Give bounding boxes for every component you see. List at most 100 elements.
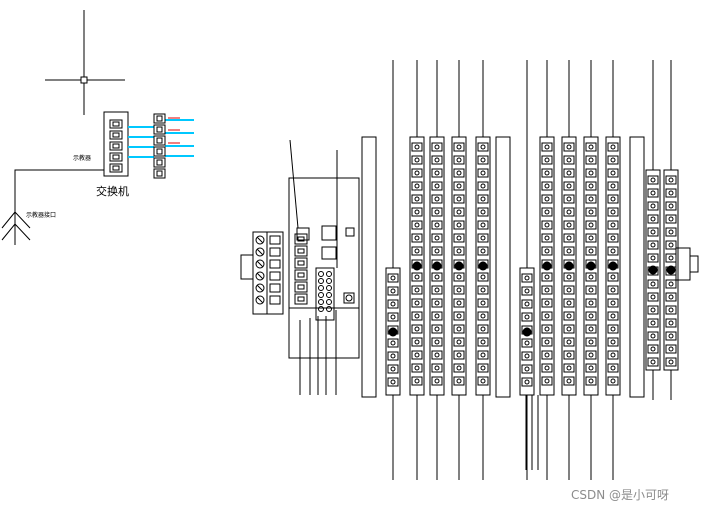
terminal-screw bbox=[456, 352, 462, 358]
terminal-screw bbox=[456, 157, 462, 163]
terminal-screw bbox=[544, 365, 550, 371]
terminal-screw bbox=[480, 352, 486, 358]
terminal-cell bbox=[665, 175, 677, 185]
terminal-screw bbox=[544, 339, 550, 345]
terminal-cell bbox=[411, 272, 423, 282]
clamp-screw bbox=[255, 235, 265, 245]
terminal-screw bbox=[610, 300, 616, 306]
terminal-screw bbox=[668, 255, 674, 261]
terminal-cell bbox=[431, 233, 443, 243]
clamp-screw bbox=[255, 247, 265, 257]
terminal-jumper bbox=[648, 265, 658, 275]
terminal-screw bbox=[566, 352, 572, 358]
terminal-cell bbox=[521, 273, 533, 283]
terminal-cell bbox=[607, 233, 619, 243]
terminal-cell bbox=[541, 324, 553, 334]
terminal-cell bbox=[607, 298, 619, 308]
terminal-screw bbox=[588, 222, 594, 228]
terminal-screw bbox=[434, 235, 440, 241]
csdn-watermark: CSDN @是小可呀 bbox=[571, 488, 670, 502]
terminal-cell bbox=[453, 350, 465, 360]
terminal-screw bbox=[610, 365, 616, 371]
terminal-cell bbox=[411, 246, 423, 256]
terminal-cell bbox=[411, 194, 423, 204]
terminal-screw bbox=[456, 339, 462, 345]
terminal-cell bbox=[521, 312, 533, 322]
terminal-cell bbox=[411, 363, 423, 373]
controller-port-inner bbox=[297, 272, 305, 278]
terminal-cell bbox=[477, 194, 489, 204]
device-port-inner bbox=[156, 159, 163, 166]
terminal-screw bbox=[480, 287, 486, 293]
terminal-cell bbox=[411, 233, 423, 243]
terminal-screw bbox=[480, 196, 486, 202]
terminal-cell bbox=[453, 220, 465, 230]
terminal-cell bbox=[521, 286, 533, 296]
teach-pendant-label: 示教器 bbox=[73, 155, 92, 162]
terminal-cell bbox=[647, 344, 659, 354]
terminal-cell bbox=[411, 311, 423, 321]
terminal-jumper bbox=[586, 261, 596, 271]
terminal-cell bbox=[541, 376, 553, 386]
terminal-cell bbox=[541, 285, 553, 295]
terminal-screw bbox=[668, 190, 674, 196]
terminal-cell bbox=[585, 363, 597, 373]
controller-terminal bbox=[318, 271, 324, 277]
clamp-screw-slot bbox=[256, 284, 264, 292]
terminal-screw bbox=[456, 248, 462, 254]
terminal-screw bbox=[434, 144, 440, 150]
terminal-screw bbox=[588, 209, 594, 215]
left-callout-lines bbox=[299, 310, 337, 395]
terminal-screw bbox=[668, 203, 674, 209]
terminal-screw bbox=[390, 288, 396, 294]
terminal-jumper bbox=[388, 327, 398, 337]
terminal-screw bbox=[414, 339, 420, 345]
controller-port-inner bbox=[297, 260, 305, 266]
terminal-cell bbox=[647, 279, 659, 289]
terminal-screw bbox=[588, 274, 594, 280]
terminal-screw bbox=[456, 235, 462, 241]
terminal-cell bbox=[453, 181, 465, 191]
terminal-cell bbox=[541, 220, 553, 230]
terminal-cell bbox=[541, 207, 553, 217]
terminal-screw bbox=[588, 326, 594, 332]
terminal-cell bbox=[541, 194, 553, 204]
terminal-screw bbox=[434, 183, 440, 189]
terminal-jumper bbox=[454, 261, 464, 271]
terminal-screw bbox=[390, 314, 396, 320]
terminal-cell bbox=[647, 175, 659, 185]
device-port-column bbox=[153, 113, 166, 179]
device-port bbox=[153, 168, 166, 179]
terminal-screw bbox=[668, 242, 674, 248]
terminal-screw bbox=[668, 307, 674, 313]
terminal-cell bbox=[477, 233, 489, 243]
terminal-screw bbox=[650, 229, 656, 235]
terminal-cell bbox=[665, 253, 677, 263]
terminal-screw bbox=[610, 170, 616, 176]
terminal-cell bbox=[647, 305, 659, 315]
terminal-cell bbox=[541, 155, 553, 165]
terminal-cell bbox=[453, 272, 465, 282]
switch-port-inner bbox=[112, 121, 120, 127]
terminal-cell bbox=[665, 357, 677, 367]
terminal-screw bbox=[480, 313, 486, 319]
terminal-screw bbox=[588, 196, 594, 202]
terminal-cell bbox=[411, 207, 423, 217]
terminal-screw bbox=[480, 248, 486, 254]
controller-port-inner bbox=[297, 248, 305, 254]
terminal-screw bbox=[610, 196, 616, 202]
controller-terminal bbox=[326, 299, 332, 305]
terminal-cell bbox=[431, 337, 443, 347]
terminal-screw bbox=[524, 314, 530, 320]
terminal-screw bbox=[414, 170, 420, 176]
terminal-screw bbox=[390, 353, 396, 359]
terminal-screw bbox=[544, 326, 550, 332]
terminal-cell bbox=[477, 207, 489, 217]
terminal-screw bbox=[480, 170, 486, 176]
terminal-cell bbox=[477, 220, 489, 230]
terminal-cell bbox=[521, 364, 533, 374]
terminal-jumper bbox=[432, 261, 442, 271]
device-port bbox=[153, 124, 166, 135]
terminal-cell bbox=[665, 279, 677, 289]
